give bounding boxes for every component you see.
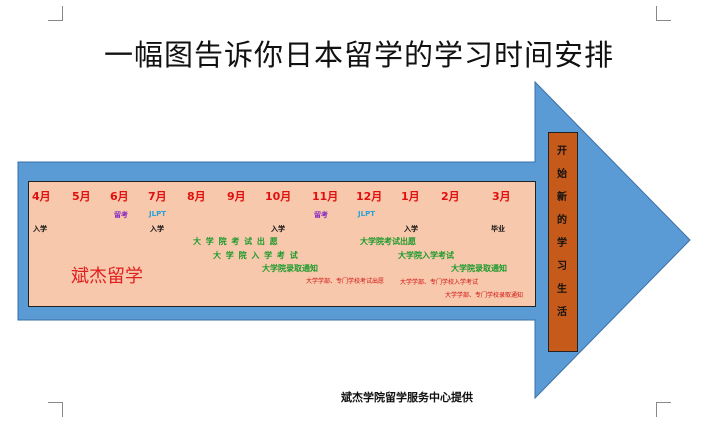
event-jlpt: JLPT <box>358 210 375 218</box>
new-life-label: 开 始 新 的 学 习 生 活 <box>557 146 567 318</box>
event-undergrad-result: 大学学部、专门学校录取通知 <box>445 292 524 299</box>
crop-mark-top-left <box>48 6 63 21</box>
month-label: 10月 <box>265 190 292 203</box>
event-grad-school-application: 大学院考试出愿 <box>360 237 416 246</box>
event-graduate: 毕业 <box>491 225 505 233</box>
timeline-panel <box>28 181 536 307</box>
month-label: 12月 <box>356 190 383 203</box>
month-label: 11月 <box>312 190 339 203</box>
month-label: 2月 <box>441 190 460 203</box>
month-label: 3月 <box>492 190 511 203</box>
month-label: 5月 <box>72 190 91 203</box>
new-life-box <box>548 132 578 352</box>
event-enroll: 入学 <box>271 225 285 233</box>
event-eju-exam: 留考 <box>314 211 328 219</box>
event-grad-school-result: 大学院录取通知 <box>262 264 318 273</box>
footer-credit: 斌杰学院留学服务中心提供 <box>341 391 473 404</box>
event-grad-school-result: 大学院录取通知 <box>451 264 507 273</box>
event-undergrad-application: 大学学部、专门学校考试出愿 <box>306 278 385 285</box>
crop-mark-top-right <box>656 6 671 21</box>
event-enroll: 入学 <box>33 225 47 233</box>
crop-mark-bottom-right <box>656 402 671 417</box>
event-grad-school-exam: 大 学 院 入 学 考 试 <box>213 251 299 260</box>
event-eju-exam: 留考 <box>114 211 128 219</box>
brand-label: 斌杰留学 <box>71 266 143 287</box>
event-jlpt: JLPT <box>149 210 166 218</box>
month-label: 4月 <box>32 190 51 203</box>
event-grad-school-exam: 大学院入学考试 <box>398 251 454 260</box>
month-label: 6月 <box>110 190 129 203</box>
month-label: 1月 <box>401 190 420 203</box>
month-label: 8月 <box>187 190 206 203</box>
event-undergrad-exam: 大学学部、专门学校入学考试 <box>400 279 479 286</box>
month-label: 9月 <box>227 190 246 203</box>
month-label: 7月 <box>148 190 167 203</box>
event-enroll: 入学 <box>150 225 164 233</box>
page-title: 一幅图告诉你日本留学的学习时间安排 <box>103 38 614 72</box>
crop-mark-bottom-left <box>48 402 63 417</box>
event-enroll: 入学 <box>404 225 418 233</box>
event-grad-school-application: 大 学 院 考 试 出 愿 <box>193 237 279 246</box>
